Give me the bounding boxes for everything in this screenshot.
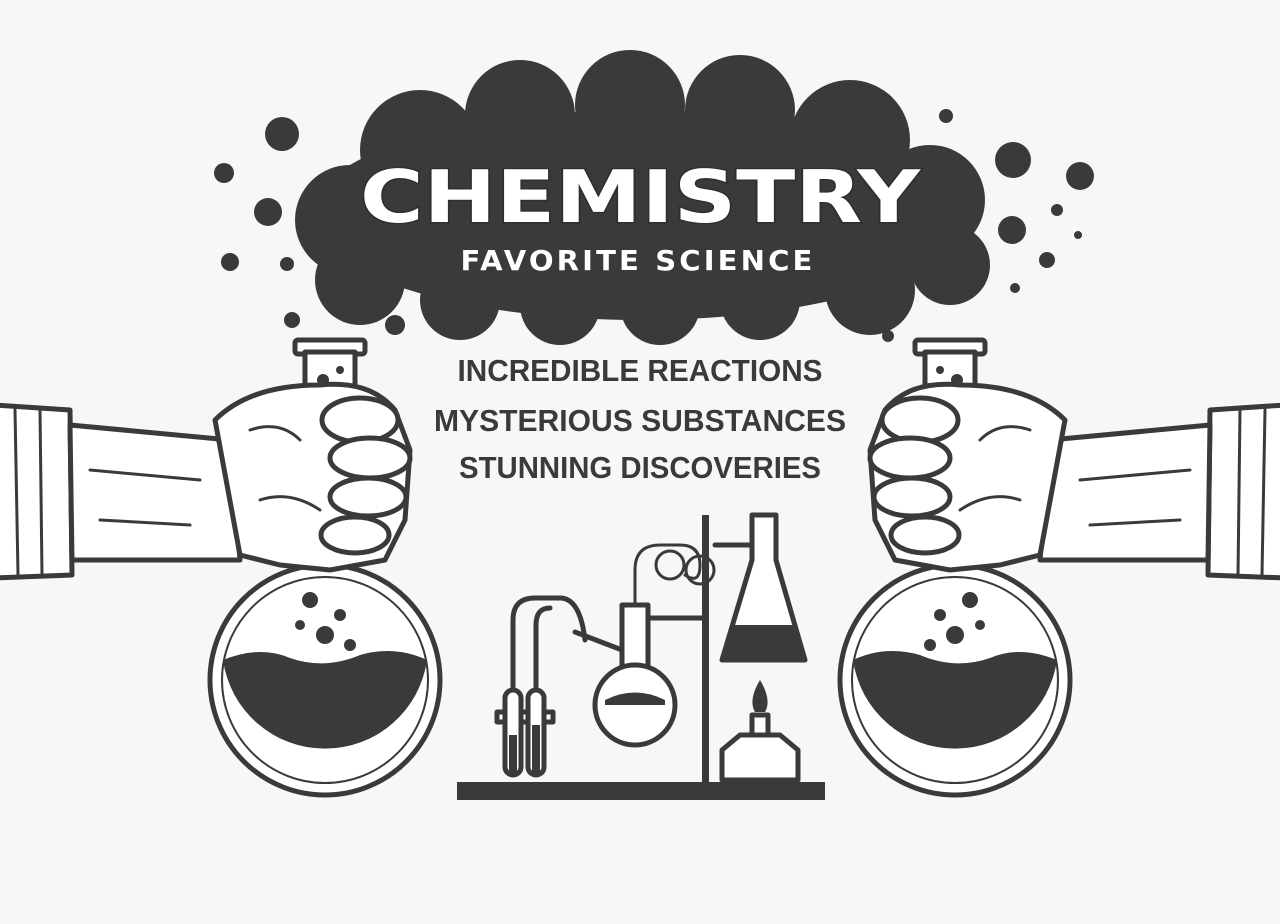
erlenmeyer-flask (712, 512, 808, 663)
tagline-2: MYSTERIOUS SUBSTANCES (434, 403, 846, 438)
sleeve (0, 402, 75, 581)
bubbles (214, 109, 1094, 342)
test-tube-rack (494, 595, 588, 778)
flame-icon (752, 680, 768, 712)
poster-subtitle: FAVORITE SCIENCE (461, 244, 816, 277)
right-hand-with-flask (840, 340, 1280, 795)
lab-apparatus (457, 512, 825, 800)
tagline-3: STUNNING DISCOVERIES (459, 450, 821, 485)
round-flask (207, 517, 443, 798)
alcohol-burner (719, 680, 801, 783)
distillation-flask (572, 543, 716, 748)
left-hand-with-flask (0, 337, 443, 798)
arm (67, 422, 243, 563)
tagline-1: INCREDIBLE REACTIONS (458, 353, 823, 388)
fist (212, 381, 413, 573)
poster-title: CHEMISTRY (360, 155, 921, 239)
smoke-cloud (295, 50, 990, 345)
lab-base (457, 782, 825, 800)
stand-rod (702, 515, 709, 785)
